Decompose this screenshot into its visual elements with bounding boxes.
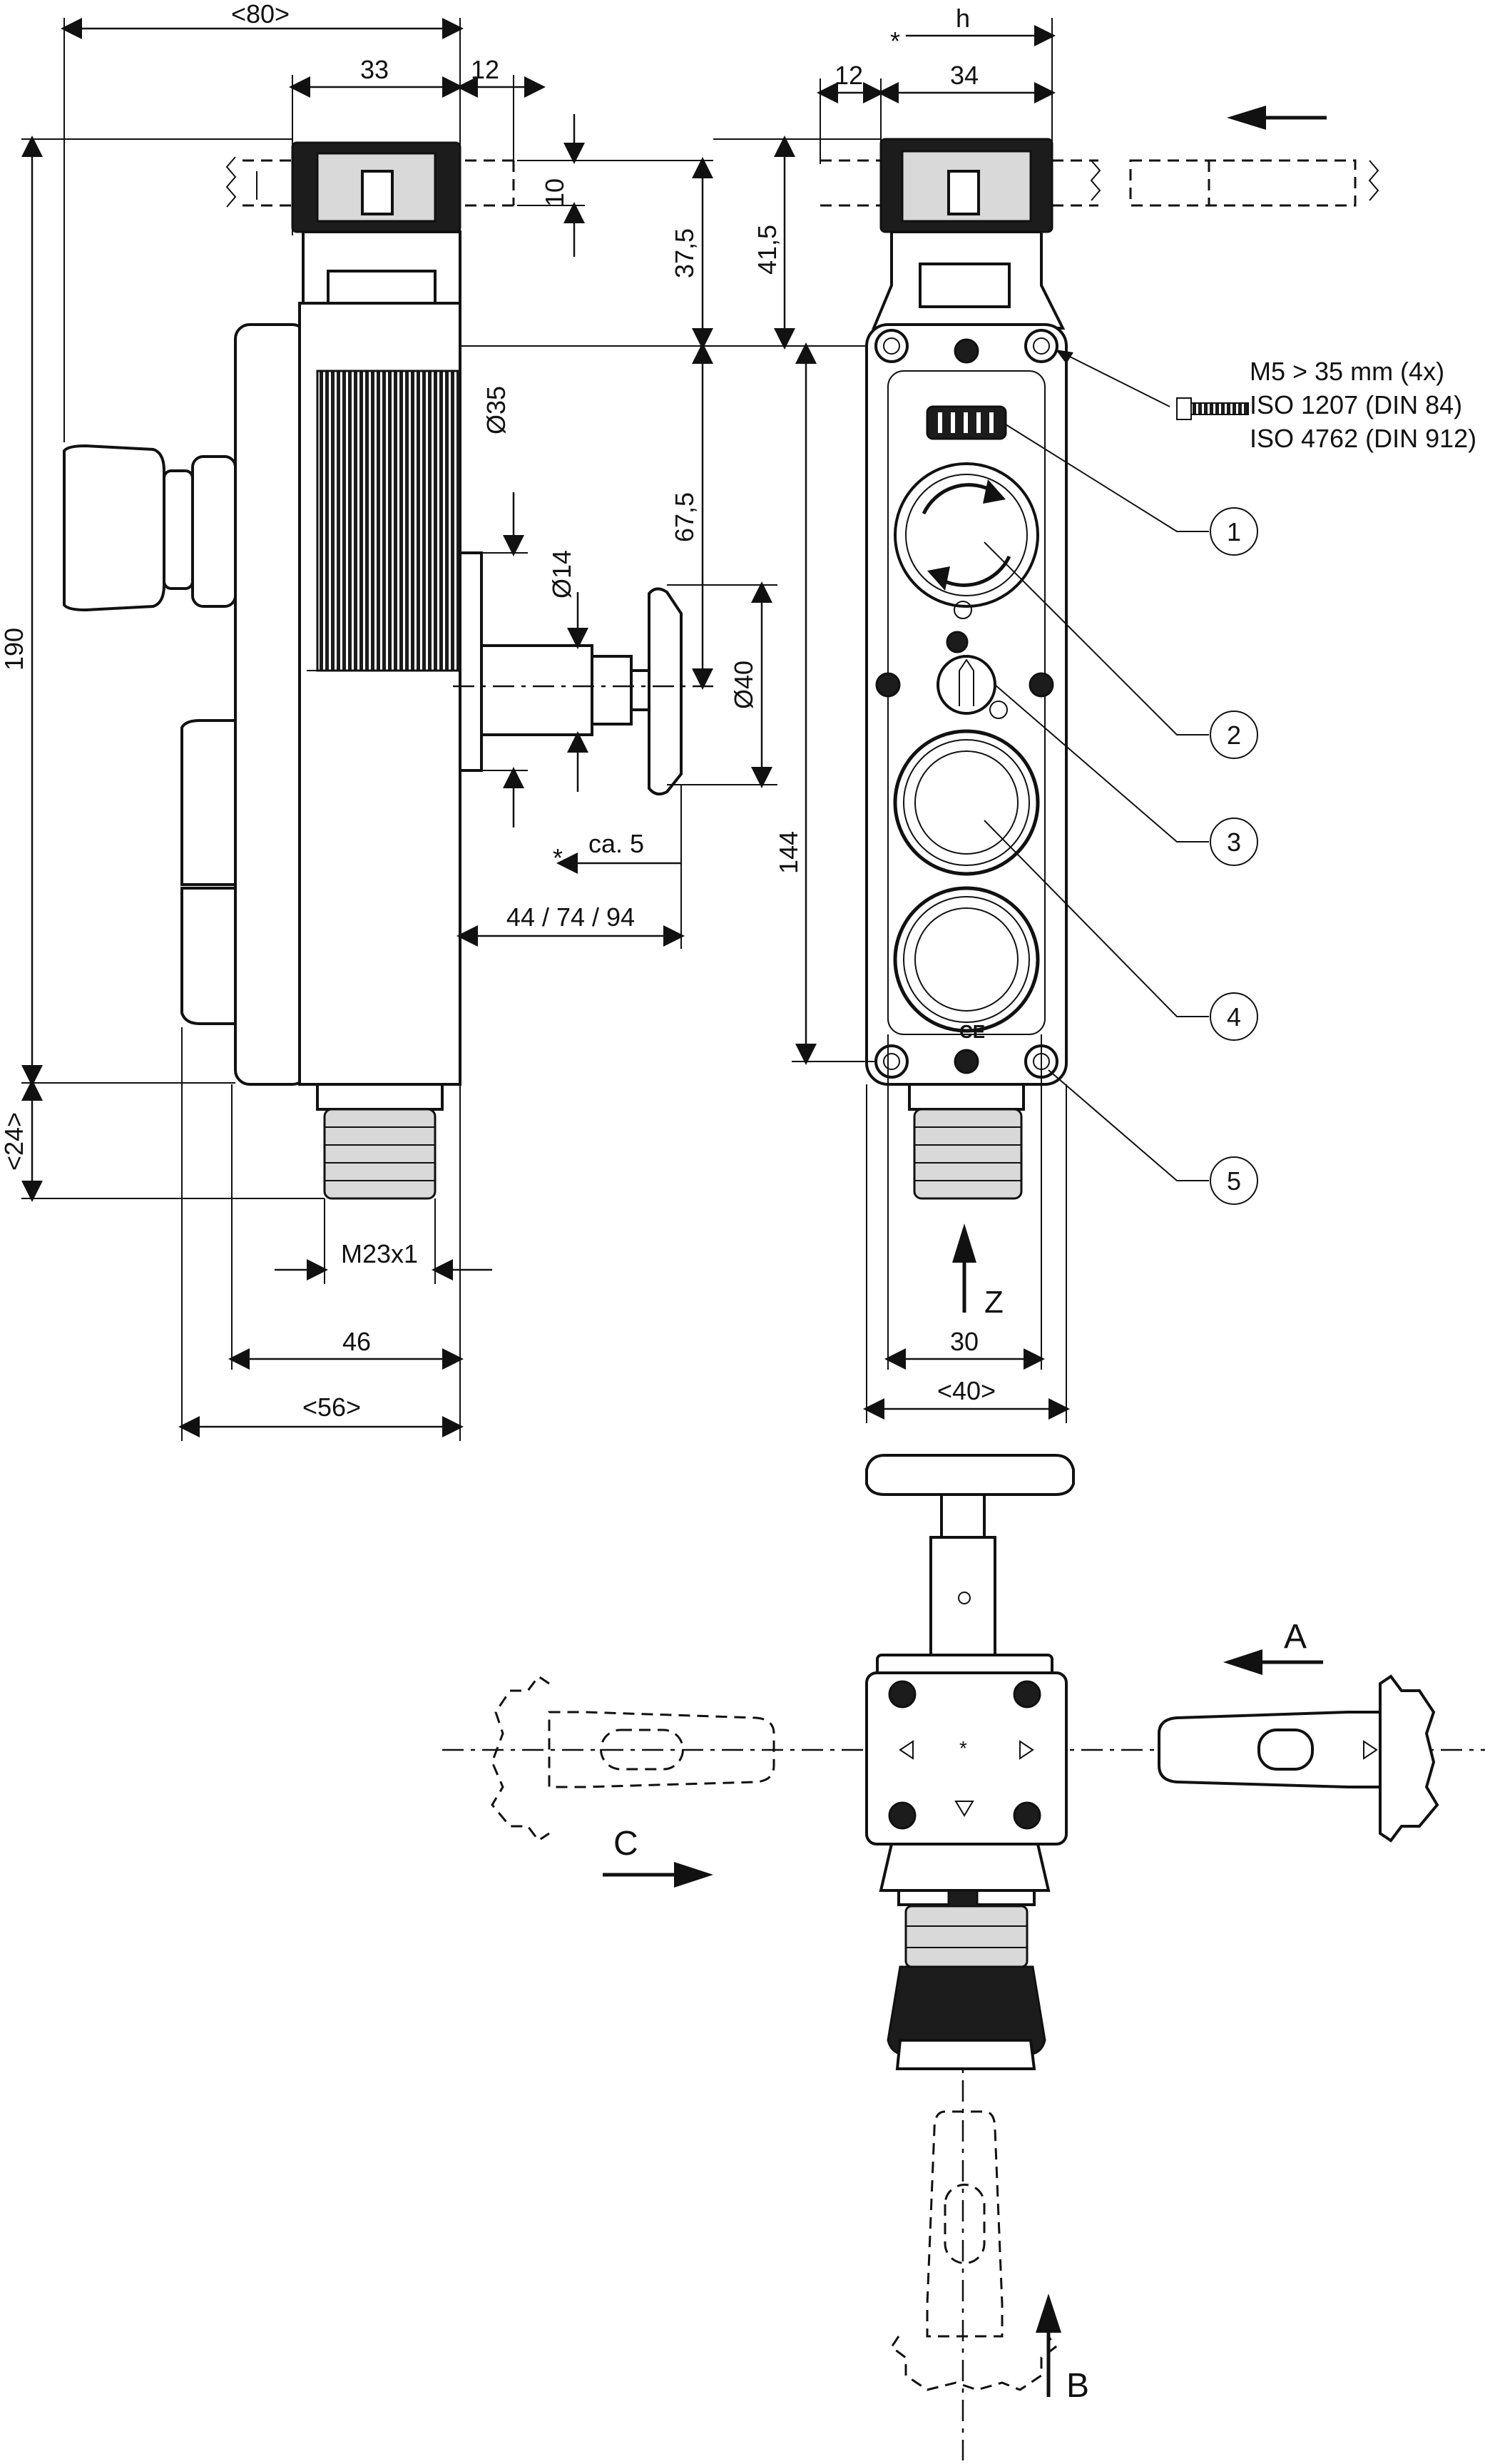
svg-text:*: *: [959, 1737, 967, 1759]
ce-mark: CE: [959, 1021, 985, 1042]
dim-extension: 44 / 74 / 94: [506, 902, 635, 932]
view-a-label: A: [1284, 1618, 1307, 1656]
dim-thread: M23x1: [341, 1239, 418, 1268]
ribbed-heatsink: [316, 370, 461, 672]
dim-front-40: <40>: [937, 1376, 996, 1405]
dim-144: 144: [774, 831, 803, 874]
dim-41-5: 41,5: [752, 225, 782, 275]
dim-front-offset-12: 12: [835, 61, 863, 90]
dim-rail-height: 10: [540, 178, 569, 207]
callout-2: 2: [1227, 721, 1241, 750]
side-view: <80> 33 12 10: [0, 0, 777, 1441]
dim-offset-12: 12: [471, 55, 499, 84]
dim-dia-40: Ø40: [729, 661, 758, 709]
dim-dia-14: Ø14: [547, 550, 576, 599]
screw-icon: [888, 1801, 917, 1830]
view-b-label: B: [1066, 2367, 1089, 2405]
dim-67-5: 67,5: [670, 492, 699, 542]
callout-5: 5: [1227, 1166, 1241, 1196]
dim-ca-5: ca. 5: [588, 829, 644, 858]
dim-h: h: [956, 4, 970, 33]
view-z-label: Z: [984, 1285, 1004, 1320]
push-button-upper: [893, 729, 1040, 876]
push-button-lower: [893, 886, 1040, 1033]
dim-46: 46: [342, 1327, 371, 1356]
callout-1: 1: [1227, 517, 1241, 546]
top-view: * A C B: [442, 1454, 1485, 2460]
screw-note-line-2: ISO 1207 (DIN 84): [1250, 390, 1462, 419]
screw-icon: [1013, 1680, 1041, 1709]
dim-front-head-width: 34: [950, 61, 979, 90]
callout-4: 4: [1227, 1002, 1241, 1032]
screw-note-line-1: M5 > 35 mm (4x): [1250, 357, 1444, 386]
callout-3: 3: [1227, 828, 1241, 857]
screw-top-right-icon: [1024, 329, 1058, 363]
view-c-label: C: [613, 1825, 638, 1863]
dim-37-5: 37,5: [670, 228, 699, 278]
screw-note-line-3: ISO 4762 (DIN 912): [1250, 424, 1476, 453]
screw-top-left-icon: [874, 329, 909, 363]
dim-30: 30: [950, 1327, 979, 1356]
screw-icon: [888, 1680, 917, 1709]
dim-overall-width: <80>: [231, 0, 290, 29]
dim-24: <24>: [0, 1112, 29, 1171]
dim-dia-35: Ø35: [481, 386, 511, 434]
screw-icon: [1013, 1801, 1041, 1830]
star-note: *: [553, 843, 563, 872]
dim-190: 190: [0, 628, 29, 671]
screw-bottom-left-icon: [874, 1044, 909, 1079]
dim-56: <56>: [302, 1393, 361, 1422]
key-switch: [937, 655, 996, 715]
star-h: *: [890, 26, 900, 56]
dim-head-width: 33: [360, 55, 389, 84]
front-view: h * 12 34 41,5: [713, 4, 1476, 1423]
